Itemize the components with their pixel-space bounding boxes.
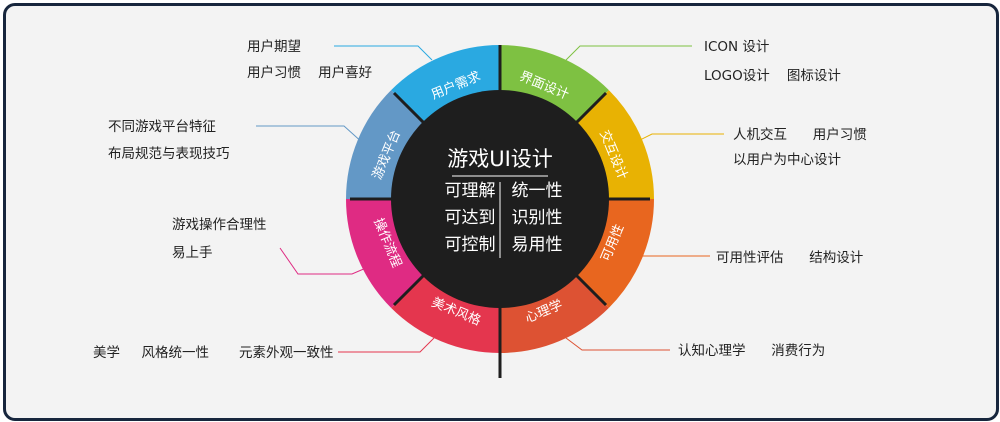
note-psych-1: 认知心理学 消费行为 [678, 342, 825, 359]
segment-psych [500, 269, 609, 353]
note-ix-1: 人机交互 用户习惯 [733, 126, 867, 143]
center-row-1-left: 可理解 [445, 181, 496, 201]
note-platform-1: 不同游戏平台特征 [108, 119, 216, 135]
center-row-2-right: 识别性 [512, 208, 563, 228]
center-row-3-left: 可控制 [445, 235, 496, 255]
center-row-1-right: 统一性 [512, 181, 563, 201]
note-op-2: 易上手 [172, 245, 213, 261]
annotation-notes: 用户期望 用户习惯 用户喜好 ICON 设计 LOGO设计 图标设计 人机交互 … [93, 38, 867, 361]
segment-usable [570, 199, 654, 308]
leader-ux [334, 45, 433, 61]
note-ix-2: 以用户为中心设计 [733, 151, 841, 168]
note-ui-2: LOGO设计 图标设计 [704, 68, 841, 84]
segment-op [346, 199, 430, 308]
note-art-1: 美学 风格统一性 元素外观一致性 [93, 345, 334, 361]
center-row-2-left: 可达到 [445, 208, 496, 228]
segment-ix [570, 90, 654, 199]
ring-segments [346, 45, 654, 353]
note-usable-1: 可用性评估 结构设计 [716, 250, 863, 266]
segment-art [391, 269, 500, 353]
leader-psych [565, 337, 670, 351]
segment-ui [500, 45, 609, 129]
note-ux-2: 用户习惯 用户喜好 [247, 64, 372, 81]
note-platform-2: 布局规范与表现技巧 [108, 146, 230, 162]
center-title: 游戏UI设计 [447, 147, 553, 171]
leader-op [279, 247, 367, 275]
segment-platform [346, 90, 430, 199]
leader-art [338, 337, 435, 353]
leader-ui [565, 45, 692, 61]
note-ui-1: ICON 设计 [704, 39, 769, 55]
leader-platform [256, 125, 365, 145]
leader-ix [631, 133, 724, 145]
center-row-3-right: 易用性 [512, 235, 563, 255]
note-ux-1: 用户期望 [247, 38, 301, 55]
segment-ux [391, 45, 500, 129]
note-op-1: 游戏操作合理性 [172, 217, 267, 233]
leader-lines [256, 45, 724, 353]
